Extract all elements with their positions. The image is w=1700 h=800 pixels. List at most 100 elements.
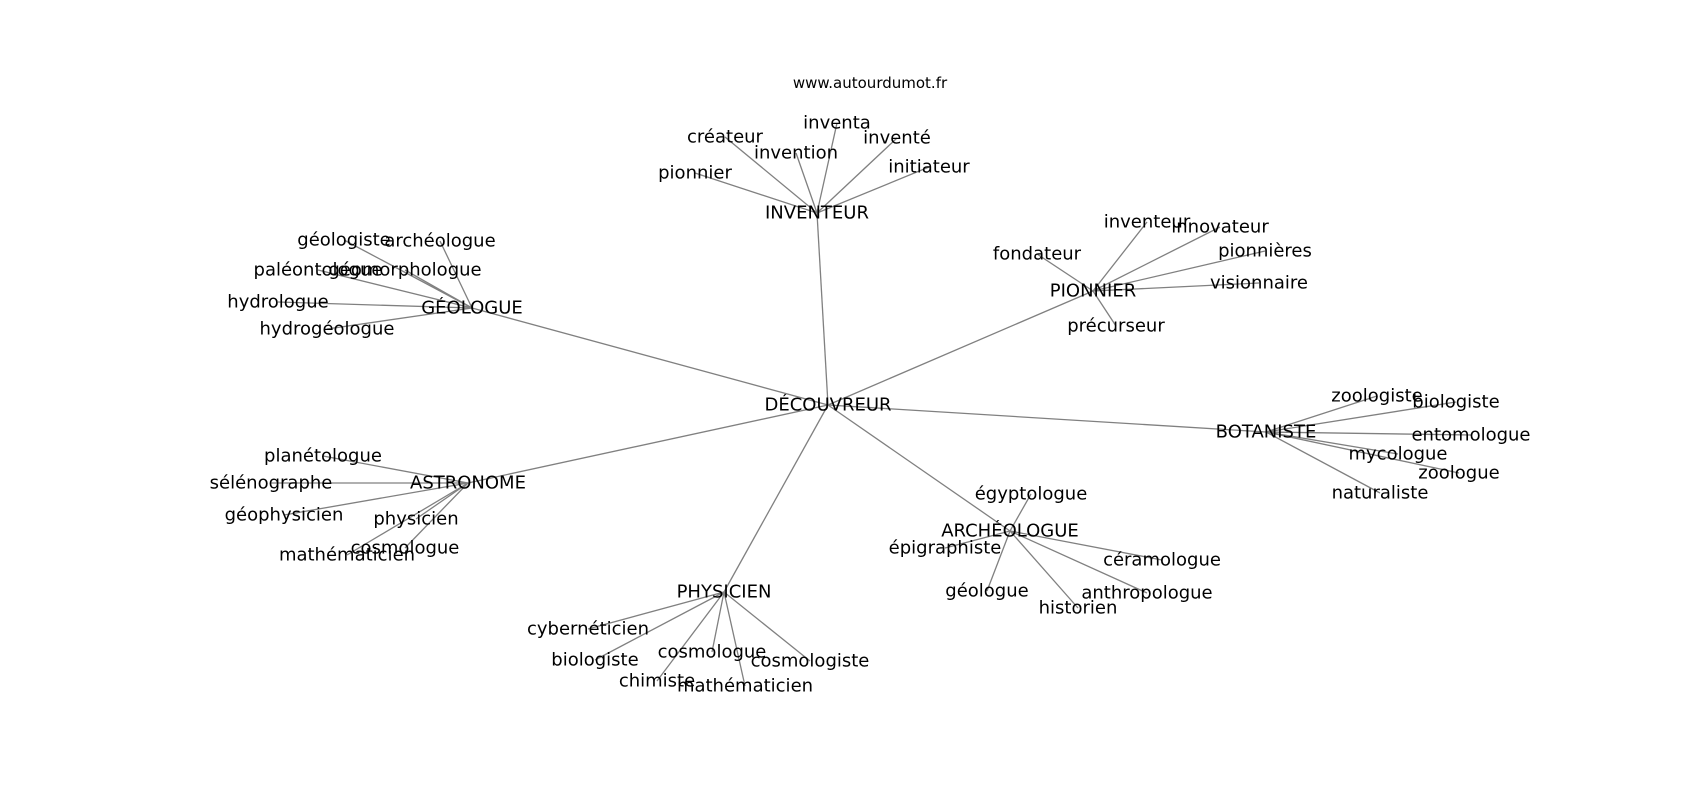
leaf-node-label: biologiste [551, 650, 638, 671]
edge-branch-to-leaf [1009, 530, 1163, 561]
edge-branch-to-leaf [404, 482, 469, 549]
edge-branch-to-leaf [1009, 530, 1148, 594]
leaf-node-label: fondateur [993, 244, 1082, 265]
leaf-node-label: géologue [945, 581, 1028, 602]
leaf-node-label: céramologue [1103, 550, 1221, 571]
leaf-node-label: géophysicien [225, 505, 344, 526]
edge-branch-to-leaf [343, 239, 473, 309]
leaf-node-label: égyptologue [975, 484, 1088, 505]
graph-edges [271, 122, 1472, 687]
leaf-node-label: cosmologue [351, 538, 460, 559]
edge-branch-to-leaf [723, 591, 746, 687]
graph-labels: DÉCOUVREUR INVENTEUR pionnier créateur inven… [210, 113, 1531, 697]
branch-node-label: ARCHÉOLOGUE [941, 520, 1079, 542]
leaf-node-label: hydrologue [227, 292, 328, 313]
edge-branch-to-leaf [986, 530, 1011, 592]
leaf-node-label: physicien [373, 509, 458, 530]
edge-center-to-branch [827, 404, 1267, 433]
edge-branch-to-leaf [723, 591, 811, 662]
edge-branch-to-leaf [594, 591, 725, 661]
edge-branch-to-leaf [656, 591, 725, 682]
edge-branch-to-leaf [816, 137, 898, 214]
edge-branch-to-leaf [439, 240, 473, 309]
site-watermark: www.autourdumot.fr [792, 74, 948, 92]
leaf-node-label: historien [1039, 598, 1118, 619]
leaf-node-label: hydrogéologue [260, 319, 395, 340]
leaf-node-label: biologiste [1412, 392, 1499, 413]
edge-branch-to-leaf [694, 172, 818, 214]
edge-branch-to-leaf [326, 307, 473, 330]
edge-branch-to-leaf [1092, 290, 1117, 327]
leaf-node-label: cybernéticien [527, 619, 649, 640]
leaf-node-label: cosmologue [658, 642, 767, 663]
edge-branch-to-leaf [1009, 493, 1032, 532]
leaf-node-label: paléontologue [254, 260, 383, 281]
edge-center-to-branch [816, 212, 829, 406]
edge-branch-to-leaf [277, 301, 473, 309]
edge-branch-to-leaf [415, 482, 469, 520]
leaf-node-label: mathématicien [677, 676, 813, 697]
branch-node-label: PIONNIER [1050, 281, 1136, 302]
edge-branch-to-leaf [944, 530, 1011, 549]
leaf-node-label: mycologue [1348, 444, 1447, 465]
edge-branch-to-leaf [587, 591, 725, 630]
branch-node-label: INVENTEUR [765, 203, 869, 224]
edge-branch-to-leaf [1092, 221, 1148, 292]
edge-center-to-branch [827, 404, 1011, 532]
leaf-node-label: mathématicien [279, 545, 415, 566]
edge-branch-to-leaf [1036, 253, 1094, 292]
leaf-node-label: chimiste [619, 671, 695, 692]
edge-branch-to-leaf [1009, 530, 1079, 609]
edge-branch-to-leaf [1265, 431, 1399, 455]
edge-branch-to-leaf [1265, 395, 1378, 433]
edge-branch-to-leaf [816, 122, 838, 214]
edge-branch-to-leaf [795, 152, 818, 214]
leaf-node-label: cosmologiste [751, 651, 870, 672]
leaf-node-label: visionnaire [1210, 273, 1308, 294]
leaf-node-label: archéologue [384, 231, 495, 252]
edge-branch-to-leaf [322, 455, 469, 484]
edge-branch-to-leaf [404, 269, 473, 309]
leaf-node-label: précurseur [1067, 316, 1165, 337]
leaf-node-label: entomologue [1411, 425, 1530, 446]
edge-center-to-branch [471, 307, 829, 406]
leaf-node-label: innovateur [1171, 217, 1269, 238]
branch-node-label: ASTRONOME [410, 473, 526, 494]
branch-node-label: PHYSICIEN [677, 582, 772, 603]
leaf-node-label: anthropologue [1081, 583, 1212, 604]
edge-center-to-branch [827, 290, 1094, 406]
leaf-node-label: géomorphologue [328, 260, 481, 281]
branch-node-label: BOTANISTE [1216, 422, 1317, 443]
leaf-node-label: sélénographe [210, 473, 333, 494]
leaf-node-label: planétologue [264, 446, 382, 467]
leaf-node-label: zoologiste [1331, 386, 1422, 407]
leaf-node-label: créateur [687, 127, 764, 148]
edge-branch-to-leaf [283, 482, 469, 516]
leaf-node-label: inventé [863, 128, 931, 149]
edge-branch-to-leaf [1265, 431, 1381, 494]
edge-branch-to-leaf [1265, 401, 1457, 433]
edge-branch-to-leaf [1265, 431, 1472, 436]
leaf-node-label: initiateur [888, 157, 970, 178]
leaf-node-label: pionnier [658, 163, 732, 184]
branch-node-label: GÉOLOGUE [421, 297, 523, 319]
edge-branch-to-leaf [711, 591, 725, 653]
edge-center-to-branch [467, 404, 829, 484]
edge-branch-to-leaf [816, 166, 930, 214]
leaf-node-label: épigraphiste [889, 538, 1002, 559]
edge-branch-to-leaf [724, 136, 818, 214]
leaf-node-label: inventa [803, 113, 871, 134]
center-node-label: DÉCOUVREUR [764, 394, 891, 416]
leaf-node-label: pionnières [1218, 241, 1312, 262]
leaf-node-label: zoologue [1418, 463, 1499, 484]
leaf-node-label: géologiste [297, 230, 390, 251]
edge-branch-to-leaf [1092, 282, 1260, 292]
edge-center-to-branch [723, 404, 829, 593]
edge-branch-to-leaf [1265, 431, 1460, 474]
edge-branch-to-leaf [1092, 226, 1221, 292]
edge-branch-to-leaf [317, 269, 473, 309]
leaf-node-label: naturaliste [1332, 483, 1429, 504]
leaf-node-label: inventeur [1104, 212, 1191, 233]
